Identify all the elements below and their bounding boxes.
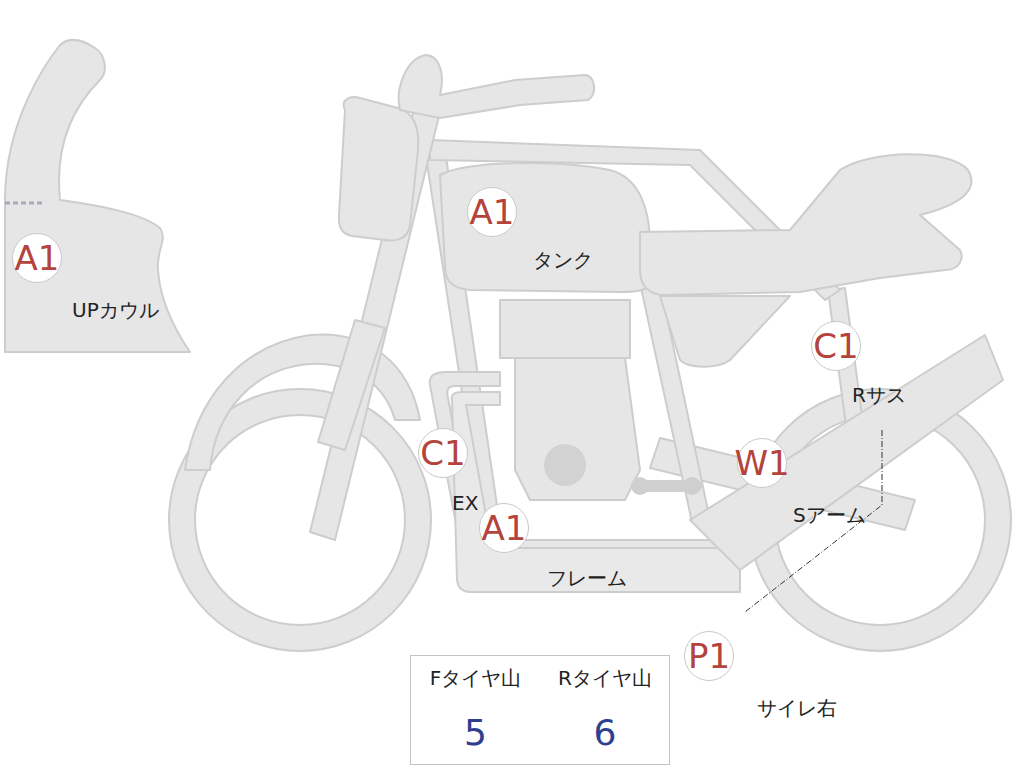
- damage-callout: C1EX: [418, 428, 468, 478]
- callout-circle: A1: [12, 233, 62, 283]
- bike-shape: [683, 477, 701, 495]
- damage-callout: C1Rサス: [811, 321, 861, 371]
- bike-shape: [318, 320, 385, 450]
- damage-code: A1: [470, 195, 515, 229]
- callout-circle: C1: [811, 321, 861, 371]
- bike-parts: [5, 40, 1011, 651]
- damage-code: A1: [15, 241, 60, 275]
- table-value: 6: [541, 701, 669, 763]
- part-name: Sアーム: [793, 503, 866, 527]
- callout-circle: W1: [737, 438, 787, 488]
- tire-table: Fタイヤ山Rタイヤ山56: [410, 655, 670, 765]
- bike-shape: [660, 296, 790, 367]
- callout-circle: P1: [684, 631, 734, 681]
- cowl-cut-line: [5, 202, 45, 205]
- bike-shape: [500, 300, 630, 358]
- table-header: Rタイヤ山: [541, 656, 669, 700]
- part-name: フレーム: [547, 566, 627, 590]
- part-name: UPカウル: [72, 298, 159, 322]
- damage-callout: A1タンク: [467, 187, 517, 237]
- callout-circle: A1: [479, 503, 529, 553]
- bike-shape: [339, 97, 418, 240]
- damage-code: C1: [420, 436, 465, 470]
- bike-shape: [640, 154, 971, 295]
- bike-shape: [5, 40, 190, 352]
- table-header: Fタイヤ山: [411, 656, 540, 700]
- damage-code: A1: [482, 511, 527, 545]
- part-name: タンク: [533, 248, 593, 272]
- damage-callout: A1UPカウル: [12, 233, 62, 283]
- bike-shape: [399, 55, 594, 118]
- bike-shape: [515, 358, 640, 500]
- part-name: EX: [452, 491, 478, 515]
- bike-shape: [185, 335, 420, 470]
- damage-code: W1: [734, 446, 789, 480]
- bike-shape: [452, 392, 740, 592]
- callout-circle: C1: [418, 428, 468, 478]
- damage-code: P1: [688, 639, 730, 673]
- damage-callout: P1サイレ右: [684, 631, 734, 681]
- bike-shape: [544, 444, 586, 486]
- bike-shape: [631, 477, 649, 495]
- bike-shape: [690, 335, 1003, 570]
- table-value: 5: [411, 701, 540, 763]
- part-name: Rサス: [852, 383, 906, 407]
- bike-shape: [440, 163, 652, 292]
- callout-circle: A1: [467, 187, 517, 237]
- damage-callout: W1Sアーム: [737, 438, 787, 488]
- part-name: サイレ右: [757, 696, 837, 720]
- damage-callout: A1フレーム: [479, 503, 529, 553]
- damage-code: C1: [813, 329, 858, 363]
- bike-shape: [195, 415, 405, 625]
